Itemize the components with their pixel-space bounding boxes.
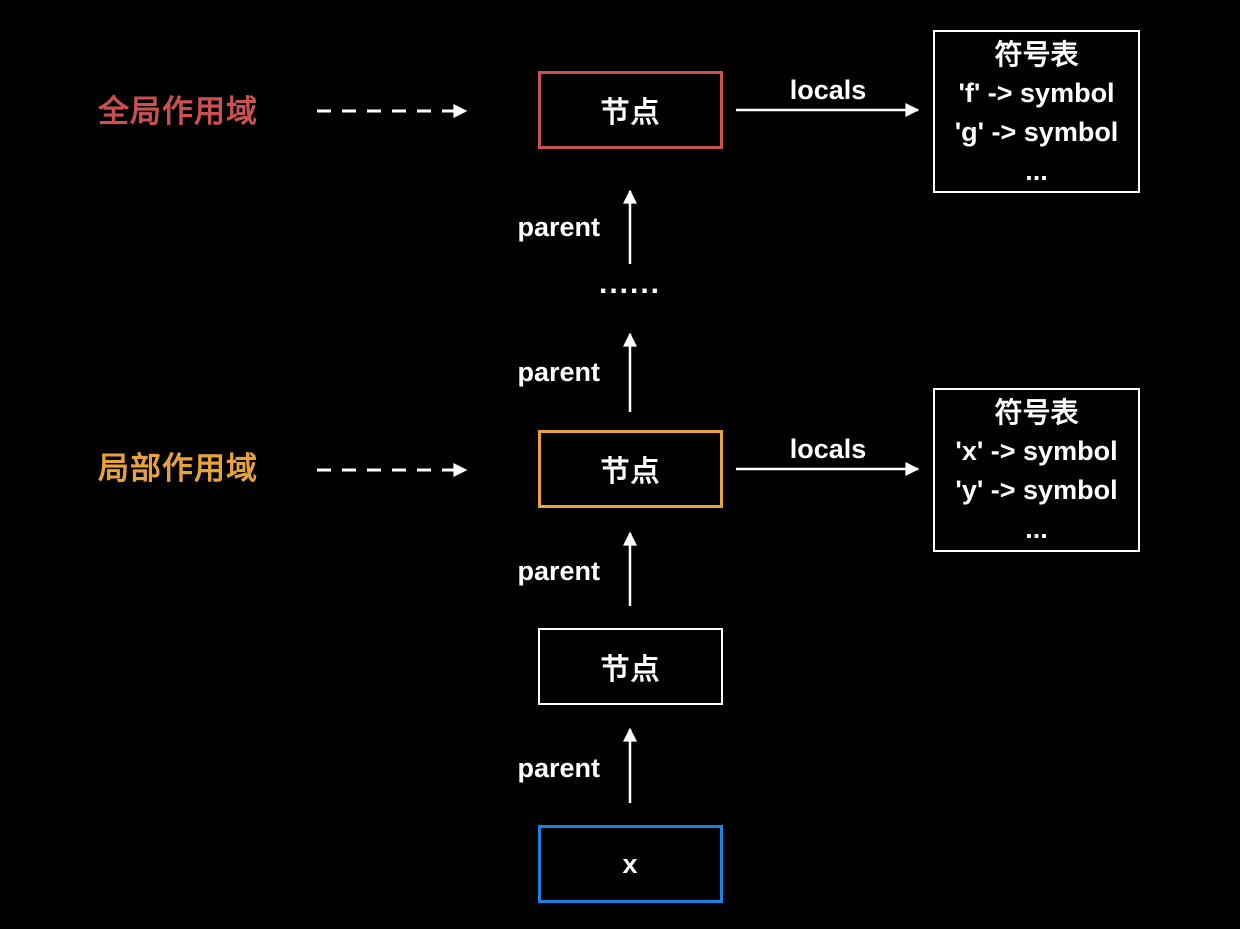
parent-label-4: parent xyxy=(517,753,600,783)
symbol-table-global: 符号表 'f' -> symbol 'g' -> symbol ... xyxy=(933,30,1140,193)
symbol-table-local: 符号表 'x' -> symbol 'y' -> symbol ... xyxy=(933,388,1140,552)
parent-label-1: parent xyxy=(517,212,600,242)
parent-label-3: parent xyxy=(517,556,600,586)
symbol-table-row: ... xyxy=(1025,514,1048,544)
node-global: 节点 xyxy=(538,71,723,149)
local-scope-label: 局部作用域 xyxy=(98,451,258,486)
global-scope-label: 全局作用域 xyxy=(98,94,258,129)
parent-label-2: parent xyxy=(517,357,600,387)
symbol-table-row: 'x' -> symbol xyxy=(955,436,1118,466)
ellipsis-dots: ...... xyxy=(598,267,661,300)
symbol-table-row: 'y' -> symbol xyxy=(955,475,1118,505)
symbol-table-title: 符号表 xyxy=(994,39,1079,70)
locals-label-global: locals xyxy=(789,75,867,105)
node-x: x xyxy=(538,825,723,903)
locals-label-local: locals xyxy=(789,434,867,464)
node-inner: 节点 xyxy=(538,628,723,705)
symbol-table-title: 符号表 xyxy=(994,397,1079,428)
symbol-table-row: 'g' -> symbol xyxy=(954,117,1119,147)
node-local: 节点 xyxy=(538,430,723,508)
symbol-table-row: 'f' -> symbol xyxy=(958,78,1115,108)
symbol-table-row: ... xyxy=(1025,156,1048,186)
